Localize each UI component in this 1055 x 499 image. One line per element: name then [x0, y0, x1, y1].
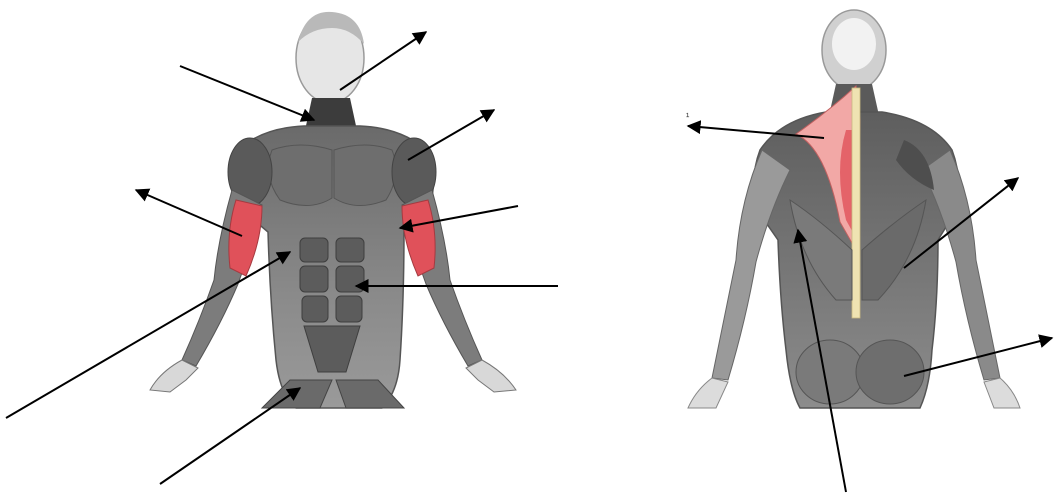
front-right-pec	[334, 145, 396, 206]
back-figure	[688, 10, 1020, 408]
arrow-neck	[180, 66, 314, 120]
front-left-pec	[268, 145, 332, 206]
arrow-obliques	[6, 252, 290, 418]
stray-mark: ¹	[686, 112, 689, 123]
back-left-hand	[688, 378, 728, 408]
front-right-biceps	[402, 200, 435, 276]
back-right-glute	[856, 340, 924, 404]
front-figure	[150, 12, 516, 408]
front-left-biceps	[229, 200, 262, 276]
back-right-hand	[984, 378, 1020, 408]
back-left-glute	[796, 340, 864, 404]
arrow-deltoid	[408, 110, 494, 160]
back-spine	[852, 88, 860, 318]
front-left-hand	[150, 360, 198, 392]
front-right-hand	[466, 360, 516, 392]
arrow-groin	[160, 388, 300, 484]
